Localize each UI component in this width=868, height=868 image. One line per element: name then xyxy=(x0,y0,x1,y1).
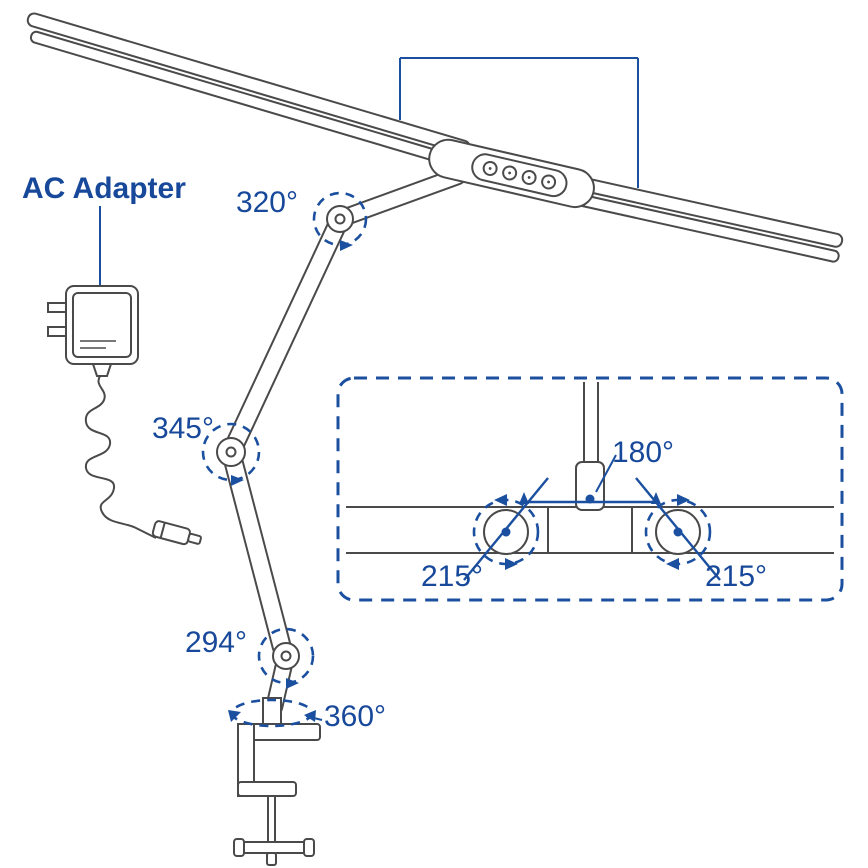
lamp-bar-left xyxy=(26,12,471,171)
inset-left-joint: 215° xyxy=(421,477,549,593)
rotation-345-label: 345° xyxy=(152,412,214,445)
rotation-294-annotation: 294° xyxy=(185,626,315,689)
inset-border xyxy=(336,376,844,602)
rotation-294-circle xyxy=(257,627,315,685)
rotation-215-left-label: 215° xyxy=(421,560,483,593)
middle-arm xyxy=(224,217,347,455)
rotation-360-annotation: 360° xyxy=(228,698,386,733)
control-pod xyxy=(428,138,595,209)
joint-320 xyxy=(326,205,354,233)
rotation-360-label: 360° xyxy=(324,700,386,733)
ac-adapter-label: AC Adapter xyxy=(22,172,186,205)
ac-adapter-body xyxy=(65,285,139,365)
ac-adapter-connector xyxy=(151,520,202,546)
ac-adapter-cord xyxy=(84,363,157,539)
rotation-345-annotation: 345° xyxy=(152,412,261,486)
section-bracket xyxy=(399,57,639,188)
inset-center-bracket xyxy=(547,506,633,554)
joint-294 xyxy=(272,642,300,670)
tilt-180-annotation: 180° xyxy=(519,436,674,504)
inset-post xyxy=(575,382,605,511)
tilt-180-label: 180° xyxy=(612,436,674,469)
rotation-294-label: 294° xyxy=(185,626,247,659)
inset-right-joint: 215° xyxy=(635,477,767,593)
desk-clamp xyxy=(233,723,321,866)
rotation-320-label: 320° xyxy=(236,186,298,219)
rotation-320-annotation: 320° xyxy=(236,186,368,251)
joint-345 xyxy=(216,437,246,467)
pod-buttons xyxy=(482,160,557,190)
rotation-345-circle xyxy=(201,422,261,482)
detail-inset: 180° 215° 215° xyxy=(336,376,844,602)
ac-adapter-group: AC Adapter xyxy=(22,172,202,546)
rotation-215-right-label: 215° xyxy=(705,560,767,593)
